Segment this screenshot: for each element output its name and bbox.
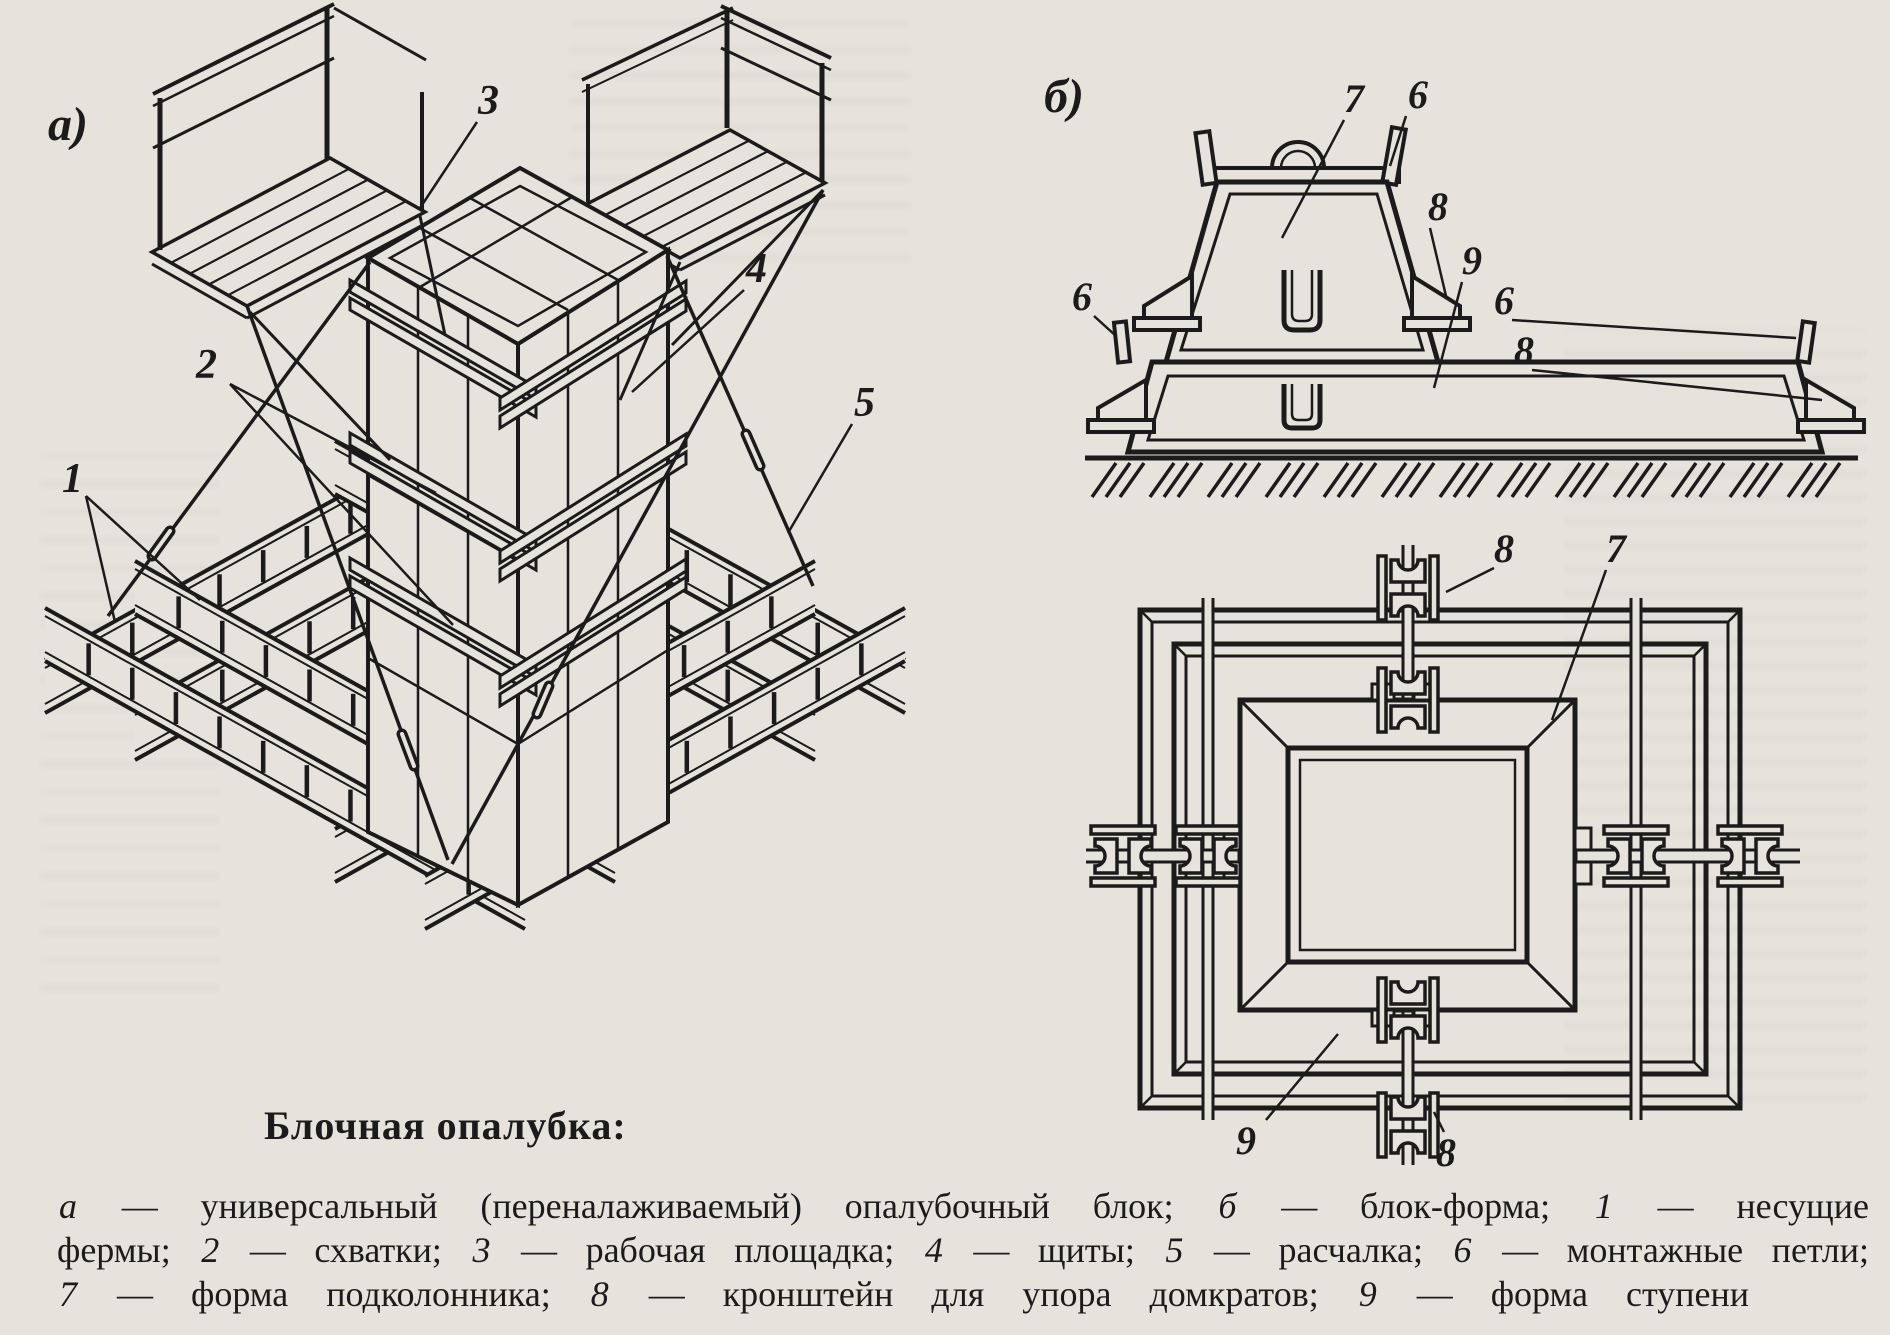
caption-segment: 9 [1358,1274,1377,1314]
callout-5: 5 [854,380,875,426]
caption-segment: 7 [59,1274,77,1314]
caption-segment: — блок-форма; [1238,1186,1593,1226]
caption-segment: 2 [201,1230,220,1270]
callout-7: 7 [1606,526,1628,571]
ground-hatching [1090,461,1842,499]
figure-b-side-view: б) 7 6 8 9 6 8 6 [1044,70,1866,499]
callout-3: 3 [477,78,499,124]
caption-segment: 6 [1453,1230,1472,1270]
platform-planks [170,167,407,297]
caption-segment: — щиты; [944,1230,1164,1270]
caption-segment: 4 [924,1230,943,1270]
caption-segment: 3 [472,1230,491,1270]
caption-segment: а [59,1186,77,1226]
callout-2: 2 [195,342,217,388]
callout-6: 6 [1494,278,1514,323]
callout-1: 1 [62,456,83,502]
callout-7: 7 [1344,76,1366,121]
caption-segment: — монтажные петли; [1473,1230,1869,1270]
caption-segment: — форма ступени [1378,1274,1749,1314]
figure-b-plan-callouts: 8 7 9 8 [1236,526,1628,1175]
caption-segment: — универсальный (переналаживаемый) опалу… [79,1186,1217,1226]
callout-6: 6 [1408,72,1428,117]
platform-planks [603,139,807,249]
figure-a-isometric-block: а) 1 2 3 4 5 [44,2,906,931]
legend-line-1: а — универсальный (переналаживаемый) опа… [57,1184,1869,1228]
caption-segment: б [1218,1186,1237,1226]
lifting-loop [1270,140,1326,169]
figure-legend: а — универсальный (переналаживаемый) опа… [57,1184,1869,1316]
column-base-form [1132,124,1472,365]
guy-wires [106,189,825,865]
legend-line-3: 7 — форма подколонника; 8 — кронштейн дл… [57,1272,1749,1316]
platform-railings [152,2,832,462]
jack-brackets-upper [1132,272,1472,332]
caption-segment: — несущие [1614,1186,1870,1226]
working-platform-left [148,156,429,320]
figure-a-callouts: а) 1 2 3 4 5 [48,78,875,626]
callout-8: 8 [1494,526,1514,571]
mounting-loops-slab [1111,319,1817,365]
caption-segment: — кронштейн для упора домкратов; [610,1274,1357,1314]
caption-segment: 8 [590,1274,609,1314]
figure-b-marker: б) [1044,70,1084,123]
caption-segment: — схватки; [221,1230,471,1270]
column-base-form-plan [1222,682,1593,1028]
figure-a-marker: а) [48,98,88,151]
callout-6: 6 [1072,274,1092,319]
turnbuckles [146,428,766,772]
clamp-belts [348,277,688,709]
callout-8: 8 [1436,1130,1456,1175]
figure-b-side-callouts: б) 7 6 8 9 6 8 6 [1044,70,1823,402]
caption-segment: — форма подколонника; [79,1274,589,1314]
caption-segment: 5 [1165,1230,1184,1270]
caption-segment: — рабочая площадка; [492,1230,923,1270]
figure-title: Блочная опалубка: [264,1103,627,1148]
channel-mark [1281,384,1323,431]
jack-brackets-slab [1086,376,1866,434]
callout-9: 9 [1236,1118,1256,1163]
callout-8: 8 [1428,184,1448,229]
callout-8: 8 [1514,328,1534,373]
bevel-corners [1238,698,1577,1012]
caption-segment: 1 [1594,1186,1613,1226]
callout-9: 9 [1462,238,1482,283]
callout-4: 4 [745,246,767,292]
caption-segment: — расчалка; [1185,1230,1452,1270]
step-form [1124,359,1826,455]
figure-b-plan-view: 8 7 9 8 [1086,526,1800,1175]
legend-line-2: фермы; 2 — схватки; 3 — рабочая площадка… [57,1228,1869,1272]
caption-segment: фермы; [57,1230,200,1270]
mitre-corners [1139,609,1741,1109]
channel-mark [1281,270,1323,333]
